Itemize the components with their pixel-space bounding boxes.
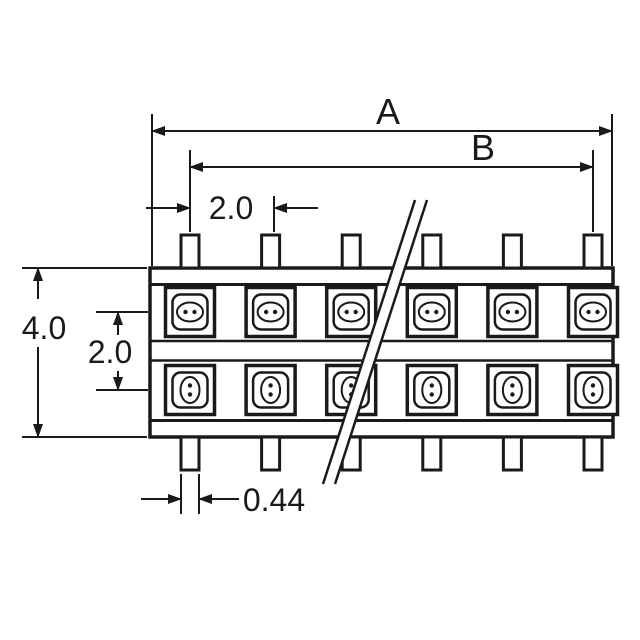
- dimension-label-B: B: [471, 127, 495, 168]
- top-pin: [582, 233, 604, 270]
- top-pin: [179, 233, 201, 270]
- dimension-label-pin-width: 0.44: [243, 482, 305, 518]
- break-line-right: [333, 199, 429, 485]
- break-line-gap: [322, 197, 428, 487]
- upper-contact: [244, 285, 297, 339]
- bottom-pin: [421, 435, 443, 472]
- lower-contact: [163, 363, 217, 417]
- top-pin: [421, 233, 443, 270]
- bottom-pin: [260, 435, 282, 472]
- lower-contact: [405, 363, 459, 417]
- upper-contact: [405, 285, 459, 339]
- upper-contact: [566, 285, 620, 339]
- dimension-overall-width: A: [151, 91, 613, 266]
- connector-body-outline: [148, 266, 615, 439]
- bottom-pin: [179, 435, 201, 472]
- dimension-body-height: 4.0: [22, 267, 147, 438]
- upper-contact: [324, 285, 378, 339]
- bottom-pin: [501, 435, 523, 472]
- lower-contact: [486, 363, 539, 417]
- upper-contact: [163, 285, 217, 339]
- dimension-pin-width: 0.44: [141, 474, 305, 518]
- lower-contact: [566, 363, 620, 417]
- dimension-pin-pitch: 2.0: [146, 190, 318, 232]
- upper-contact: [486, 285, 539, 339]
- top-pin: [340, 233, 362, 270]
- dimension-label-pitch: 2.0: [209, 190, 253, 226]
- top-pin-row: [179, 233, 604, 270]
- dimension-label-A: A: [376, 91, 400, 132]
- bottom-pin-row: [179, 435, 604, 472]
- break-line: [321, 197, 429, 487]
- lower-contact: [244, 363, 297, 417]
- dimension-row-pitch: 2.0: [88, 311, 148, 391]
- dimension-label-row-pitch: 2.0: [88, 334, 132, 370]
- top-pin: [501, 233, 523, 270]
- connector-body: [148, 266, 615, 439]
- dimension-label-height: 4.0: [22, 310, 66, 346]
- dimension-pin-span: B: [189, 127, 594, 232]
- bottom-pin: [582, 435, 604, 472]
- break-line-left: [321, 199, 417, 485]
- top-pin: [260, 233, 282, 270]
